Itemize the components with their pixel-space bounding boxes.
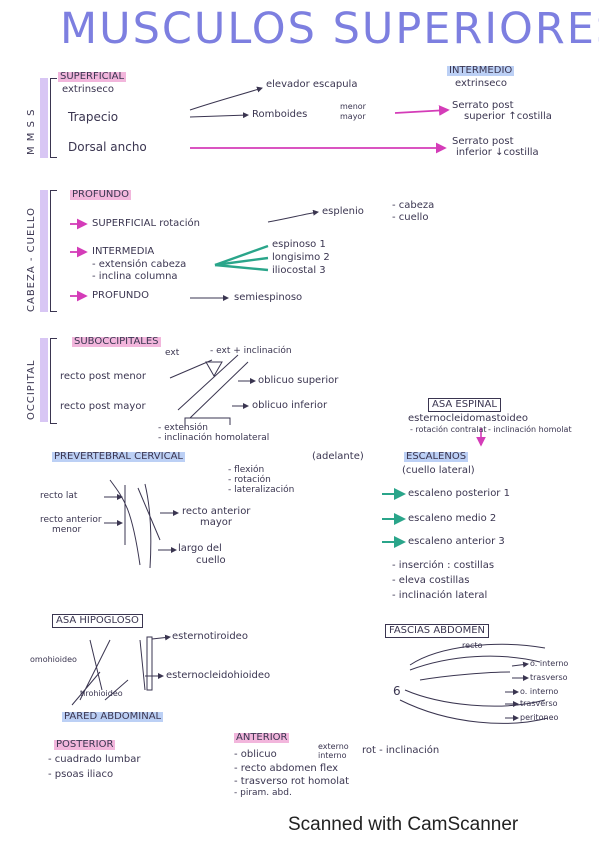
superficial-heading: SUPERFICIAL — [58, 71, 127, 82]
page-title: MUSCULOS SUPERIORES — [60, 4, 599, 54]
rotacion-contralat: - rotación contralat — [410, 425, 487, 434]
trasverso-label: trasverso — [530, 673, 568, 682]
anterior-heading: ANTERIOR — [234, 732, 290, 743]
esplenio-cuello: - cuello — [392, 212, 429, 223]
romboides-mayor: mayor — [340, 112, 366, 121]
escaleno-posterior: escaleno posterior 1 — [408, 488, 510, 499]
iliocostal-label: iliocostal 3 — [272, 265, 326, 276]
lateralizacion-label: - lateralización — [228, 485, 295, 495]
prevertebral-heading: PREVERTEBRAL CERVICAL — [52, 451, 185, 462]
trasverso-label-2: trasverso — [520, 699, 558, 708]
inclinacion-homolat: - inclinación homolat — [488, 425, 572, 434]
recto-ant-mayor-1: recto anterior — [182, 506, 251, 517]
ext-inclinacion: - ext + inclinación — [210, 346, 292, 356]
profundo-heading: PROFUNDO — [70, 189, 131, 200]
romboides-menor: menor — [340, 102, 366, 111]
ecm-label: esternocleidomastoideo — [408, 413, 529, 424]
cuello-lateral: (cuello lateral) — [402, 465, 475, 476]
vertical-label-occipital: OCCIPITAL — [26, 359, 37, 420]
asa-hipogloso-heading: ASA HIPOGLOSO — [52, 614, 143, 628]
recto-post-menor: recto post menor — [60, 371, 146, 382]
omohioideo-label: omohioideo — [30, 655, 77, 664]
peritoneo-label: peritoneo — [520, 713, 559, 722]
recto-post-mayor: recto post mayor — [60, 401, 146, 412]
intermedio-heading: INTERMEDIO — [447, 65, 515, 76]
escaleno-anterior: escaleno anterior 3 — [408, 536, 505, 547]
semiespinoso-label: semiespinoso — [234, 292, 303, 303]
side-bar-mmss — [40, 78, 48, 158]
longisimo-label: longisimo 2 — [272, 252, 330, 263]
vertical-label-cabeza: CABEZA - CUELLO — [26, 207, 37, 312]
inclinacion-lateral: - inclinación lateral — [392, 590, 488, 601]
profundo-label: PROFUNDO — [92, 290, 149, 301]
trasverso-label-abd: - trasverso rot homolat — [234, 776, 350, 787]
eleva-label: - eleva costillas — [392, 575, 470, 586]
superficial-rotacion: SUPERFICIAL rotación — [92, 218, 200, 229]
incl-homolateral: - inclinación homolateral — [158, 433, 270, 443]
asa-espinal-heading: ASA ESPINAL — [428, 398, 501, 412]
adelante-label: (adelante) — [312, 451, 364, 462]
extrinseco-label-2: extrinseco — [455, 78, 508, 89]
brace — [50, 190, 57, 312]
trapecio-label: Trapecio — [68, 110, 119, 124]
esternotiroideo-label: esternotiroideo — [172, 631, 248, 642]
tirohioideo-label: tirohioideo — [80, 689, 123, 698]
ext-cabeza: - extensión cabeza — [92, 259, 187, 270]
oblicuo-interno: interno — [318, 751, 347, 760]
rotacion-label: - rotación — [228, 475, 271, 485]
oblicuo-externo: externo — [318, 742, 349, 751]
esternocleidohioideo-label: esternocleidohioideo — [166, 670, 271, 681]
escaleno-medio: escaleno medio 2 — [408, 513, 497, 524]
recto-ant-menor-2: menor — [52, 525, 82, 535]
rot-inclinacion: rot - inclinación — [362, 745, 440, 756]
number-6: 6 — [393, 684, 401, 698]
vertical-label-mmss: M M S S — [26, 108, 37, 156]
espinoso-label: espinoso 1 — [272, 239, 326, 250]
pared-heading: PARED ABDOMINAL — [62, 711, 164, 722]
esplenio-label: esplenio — [322, 206, 364, 217]
suboccipitales-heading: SUBOCCIPITALES — [72, 336, 161, 347]
serrato-sup-1: Serrato post — [452, 100, 514, 111]
insercion-label: - inserción : costillas — [392, 560, 495, 571]
psoas-iliaco: - psoas iliaco — [48, 769, 114, 780]
serrato-inf-1: Serrato post — [452, 136, 514, 147]
incl-columna: - inclina columna — [92, 271, 178, 282]
fascias-heading: FASCIAS ABDOMEN — [385, 624, 490, 638]
dorsal-label: Dorsal ancho — [68, 140, 147, 154]
recto-lat: recto lat — [40, 491, 78, 501]
flexion-label: - flexión — [228, 465, 265, 475]
oblicuo-label: - oblicuo — [234, 749, 277, 760]
escalenos-heading: ESCALENOS — [404, 451, 469, 462]
o-interno-label-2: o. interno — [520, 687, 559, 696]
o-interno-label: o. interno — [530, 659, 569, 668]
esplenio-cabeza: - cabeza — [392, 200, 435, 211]
piramidal-label: - piram. abd. — [234, 788, 292, 798]
recto-label: recto — [462, 641, 483, 650]
scanner-watermark: Scanned with CamScanner — [288, 814, 519, 835]
side-bar-occipital — [40, 338, 48, 422]
brace — [50, 338, 57, 424]
serrato-sup-2: superior ↑costilla — [464, 111, 552, 122]
posterior-heading: POSTERIOR — [54, 739, 116, 750]
ext-label: ext — [165, 348, 180, 358]
brace — [50, 78, 57, 158]
intermedia-label: INTERMEDIA — [92, 246, 155, 257]
largo-cuello-2: cuello — [196, 555, 226, 566]
recto-abdomen: - recto abdomen flex — [234, 763, 339, 774]
extrinseco-label: extrinseco — [62, 84, 115, 95]
side-bar-cabeza — [40, 190, 48, 312]
romboides-label: Romboides — [252, 109, 308, 120]
largo-cuello-1: largo del — [178, 543, 222, 554]
elevador-label: elevador escapula — [266, 79, 358, 90]
recto-ant-menor-1: recto anterior — [40, 515, 102, 525]
recto-ant-mayor-2: mayor — [200, 517, 233, 528]
serrato-inf-2: inferior ↓costilla — [456, 147, 539, 158]
oblicuo-superior: oblicuo superior — [258, 375, 339, 386]
extension-label: - extensión — [158, 423, 208, 433]
cuadrado-lumbar: - cuadrado lumbar — [48, 754, 141, 765]
oblicuo-inferior: oblicuo inferior — [252, 400, 328, 411]
